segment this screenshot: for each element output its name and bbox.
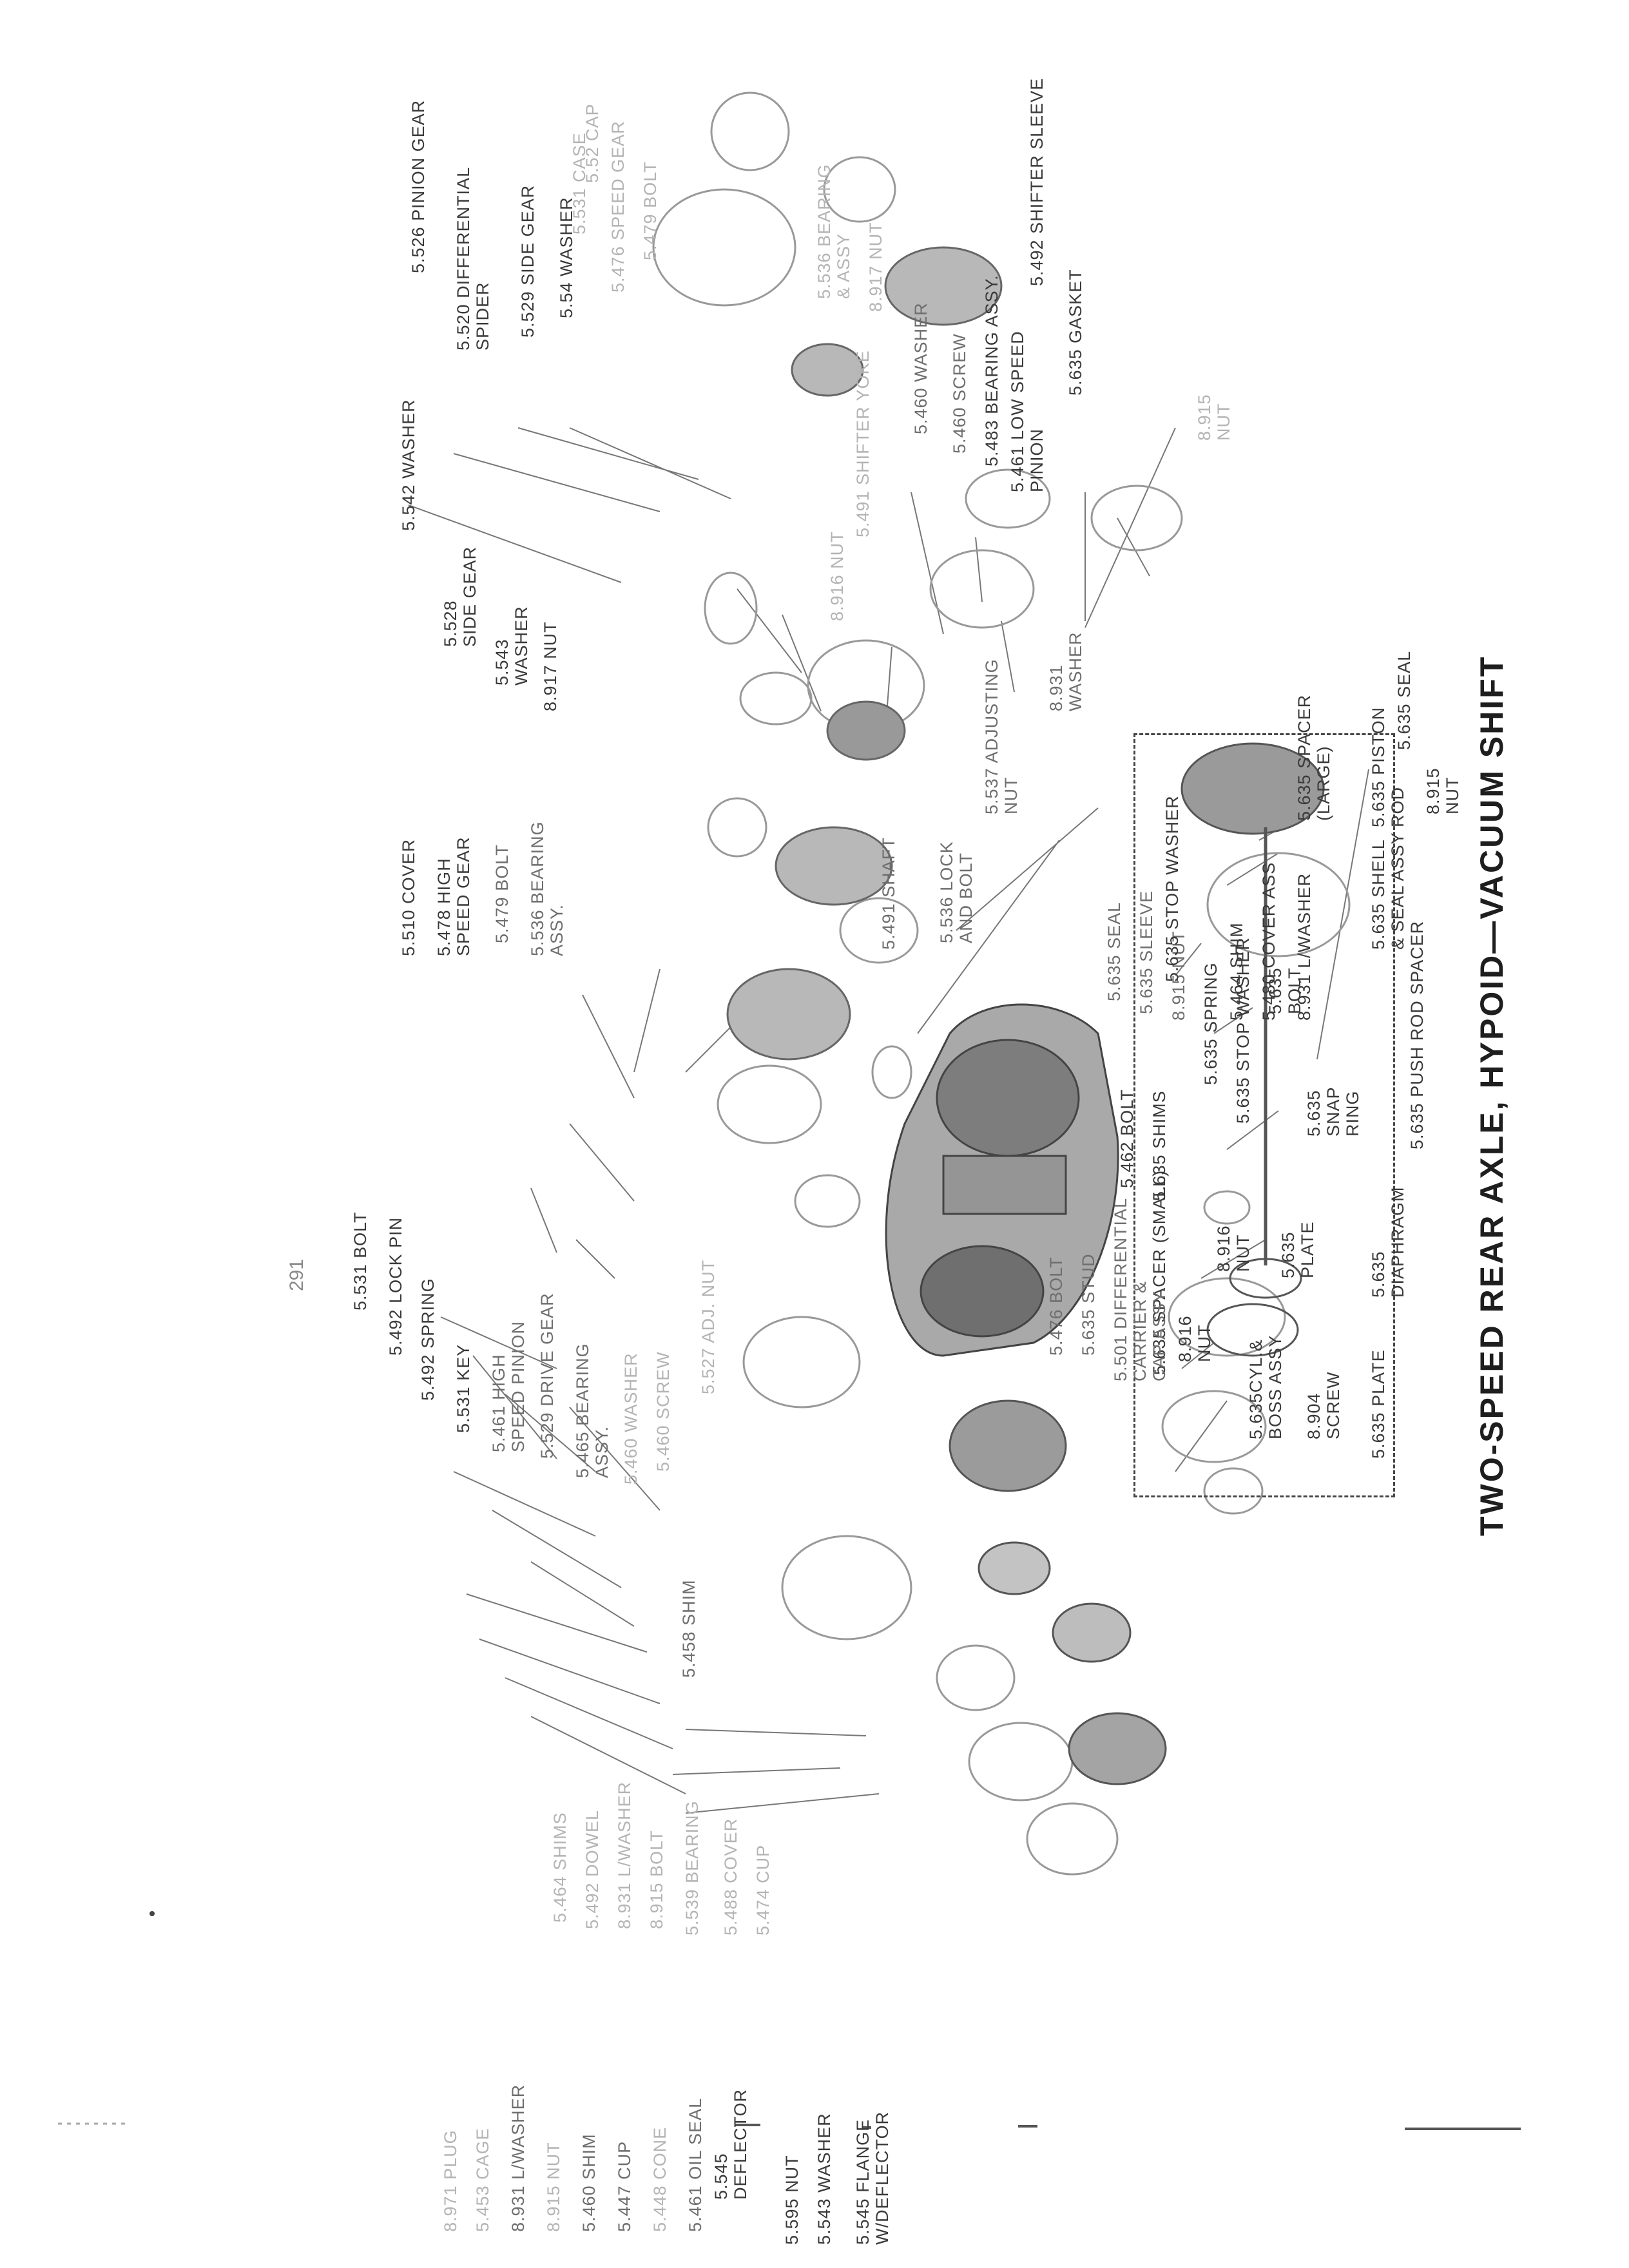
label-shaft: 5.491 SHAFT [879, 837, 898, 950]
label-lwasher-8931b: 8.931 L/WASHER [615, 1781, 634, 1929]
label-plate-5635: 5.635 PLATE [1369, 1349, 1388, 1459]
label-spacer-large: 5.635 SPACER (LARGE) [1295, 694, 1333, 821]
label-shifter-sleeve: 5.492 SHIFTER SLEEVE [1027, 77, 1046, 286]
label-high-speed-gear: 5.478 HIGH SPEED GEAR [434, 836, 473, 956]
diagram-title: TWO-SPEED REAR AXLE, HYPOID—VACUUM SHIFT [1474, 655, 1510, 1536]
carrier-housing [885, 1003, 1119, 1357]
label-diaphragm: 5.635 DIAPHRAGM [1369, 1186, 1407, 1298]
differential-gears [726, 246, 1003, 1061]
label-bearing-assy-5536b: 5.536 BEARING & ASSY [815, 164, 853, 299]
label-washer-5542: 5.542 WASHER [399, 399, 418, 531]
label-lock-and-bolt: 5.536 LOCK AND BOLT [937, 841, 976, 943]
label-nut-8915c: 8.915 NUT [1423, 767, 1462, 814]
label-stud: 5.635 STUD [1079, 1253, 1098, 1356]
label-bolt-5635: 5.635 BOLT [1266, 967, 1304, 1014]
label-cage: 5.453 CAGE [473, 2128, 492, 2232]
label-carrier-cap-assy: 5.501 DIFFERENTIAL CARRIER & CAP ASSY. [1111, 1197, 1169, 1381]
label-dowel: 5.492 DOWEL [583, 1809, 602, 1929]
label-bolt-5476: 5.476 BOLT [1046, 1256, 1066, 1356]
label-speed-gear: 5.476 SPEED GEAR [608, 120, 628, 293]
label-deflector: 5.545 DEFLECTOR [711, 2088, 750, 2200]
label-nut-5595: 5.595 NUT [782, 2155, 802, 2245]
label-adjusting-nut: 5.537 ADJUSTING NUT [982, 658, 1021, 814]
label-cyl-boss-assy: 5.635CYL.& BOSS ASSY [1246, 1334, 1285, 1439]
label-cap: 5.52 CAP [583, 103, 602, 183]
label-shims-5464: 5.464 SHIMS [550, 1812, 570, 1923]
part-sketches [652, 91, 1351, 1876]
label-plate-5635b: 5.635 PLATE [1278, 1221, 1317, 1278]
label-side-gear-5528: 5.528 SIDE GEAR [441, 546, 479, 647]
label-shifter-yoke: 5.491 SHIFTER YOKE [853, 350, 872, 537]
label-drive-gear: 5.529 DRIVE GEAR [537, 1293, 557, 1459]
label-screw-5460: 5.460 SCREW [950, 333, 969, 454]
label-flange-deflector: 5.545 FLANGE W/DEFLECTOR [853, 2111, 892, 2245]
label-bearing-5539: 5.539 BEARING [682, 1800, 702, 1936]
label-nut-8915: 8.915 NUT [1195, 394, 1233, 441]
label-bolt-8915: 8.915 BOLT [647, 1830, 666, 1929]
label-washer-5543: 5.543 WASHER [492, 606, 531, 686]
label-shim-5458: 5.458 SHIM [679, 1579, 699, 1678]
page-number: 291 [286, 1258, 307, 1291]
label-seal-5635b: 5.635 SEAL [1394, 650, 1414, 750]
pinion-cage [949, 1399, 1167, 1785]
label-bolt-5462: 5.462 BOLT [1117, 1089, 1137, 1188]
label-shim-5460: 5.460 SHIM [579, 2133, 599, 2232]
label-high-speed-pinion: 5.461 HIGH SPEED PINION [489, 1320, 528, 1452]
label-stop-washer-b: 5.635 STOP WASHER [1233, 937, 1253, 1124]
label-gasket: 5.635 GASKET [1066, 269, 1085, 396]
label-spring-5492: 5.492 SPRING [418, 1278, 438, 1401]
label-shell-seal-assy: 5.635 SHELL & SEAL ASSY [1369, 832, 1407, 950]
label-lwasher-8931c: 8.931 L/WASHER [508, 2084, 528, 2232]
label-washer-5543b: 5.543 WASHER [815, 2113, 834, 2245]
label-lock-pin: 5.492 LOCK PIN [386, 1216, 405, 1356]
label-cover: 5.510 COVER [399, 838, 418, 956]
label-low-speed-pinion: 5.461 LOW SPEED PINION [1008, 331, 1046, 492]
label-bearing-assy-5536: 5.536 BEARING ASSY. [528, 821, 566, 956]
label-plug: 8.971 PLUG [441, 2129, 460, 2232]
label-cup-5447: 5.447 CUP [615, 2140, 634, 2232]
label-cover-5488: 5.488 COVER [721, 1818, 740, 1936]
label-spring-5635: 5.635 SPRING [1201, 962, 1220, 1085]
label-cup-5474: 5.474 CUP [753, 1844, 773, 1936]
label-adj-nut: 5.527 ADJ. NUT [699, 1259, 718, 1394]
label-bolt-5531: 5.531 BOLT [351, 1211, 370, 1311]
label-sleeve-5635: 5.635 SLEEVE [1137, 890, 1156, 1014]
label-nut-8916: 8.916 NUT [827, 531, 847, 621]
label-nut-8916c: 8.916 NUT [1214, 1225, 1253, 1272]
label-nut-8916b: 8.916 NUT [1175, 1315, 1214, 1362]
label-oil-seal: 5.461 OIL SEAL [686, 2097, 705, 2232]
label-pinion-gear: 5.526 PINION GEAR [409, 99, 428, 273]
rotated-drawing: 5.526 PINION GEAR 5.520 DIFFERENTIAL SPI… [170, 41, 1549, 2245]
label-bearing-assy-5465: 5.465 BEARING ASSY. [573, 1343, 612, 1478]
label-screw-5460b: 5.460 SCREW [653, 1351, 673, 1472]
exploded-view-drawing [408, 91, 1369, 1876]
label-washer-5460b: 5.460 WASHER [621, 1352, 641, 1485]
label-stop-washer-a: 5.635 STOP WASHER [1162, 795, 1182, 982]
label-nut-8917: 8.917 NUT [541, 621, 560, 711]
label-bolt-5479b: 5.479 BOLT [641, 161, 660, 260]
label-push-rod-spacer: 5.635 PUSH ROD SPACER [1407, 920, 1427, 1149]
label-washer-8931: 8.931 WASHER [1046, 631, 1085, 711]
label-cone-5448: 5.448 CONE [650, 2126, 670, 2232]
label-shims-5635: 5.635 SHIMS [1150, 1090, 1169, 1201]
label-key-5531: 5.531 KEY [454, 1343, 473, 1433]
label-side-gear: 5.529 SIDE GEAR [518, 184, 537, 338]
label-nut-8915d: 8.915 NUT [544, 2142, 563, 2232]
label-differential-spider: 5.520 DIFFERENTIAL SPIDER [454, 166, 492, 351]
label-snap-ring: 5.635 SNAP RING [1304, 1086, 1362, 1137]
label-seal-5635: 5.635 SEAL [1104, 901, 1124, 1001]
label-washer-5460: 5.460 WASHER [911, 302, 930, 434]
vacuum-shift-unit [1181, 742, 1325, 1357]
label-screw-8904: 8.904 SCREW [1304, 1371, 1343, 1440]
label-bolt-5479: 5.479 BOLT [492, 844, 512, 943]
label-bearing-assy-5483: 5.483 BEARING ASSY. [982, 274, 1001, 466]
label-nut-8917b: 8.917 NUT [866, 222, 885, 312]
